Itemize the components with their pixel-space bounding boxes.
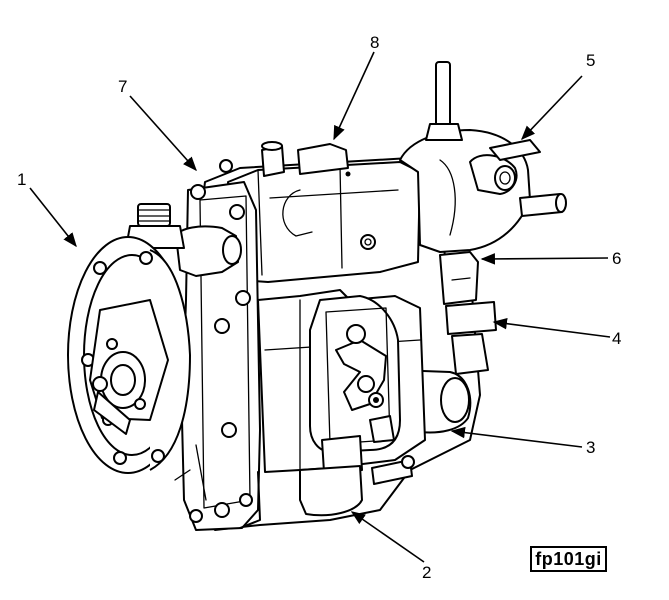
leader-8 [333,51,375,141]
callout-7: 7 [118,77,127,96]
leader-4 [492,317,611,338]
leader-6 [480,253,609,265]
callout-leaders [29,51,611,563]
leader-2 [350,511,425,563]
pump-drawing [67,61,567,531]
callout-5: 5 [586,51,595,70]
callout-2: 2 [422,563,431,582]
callout-1: 1 [17,170,26,189]
leader-3 [450,426,583,448]
callout-labels: 1 2 3 4 5 6 7 8 [17,33,621,582]
callout-6: 6 [612,249,621,268]
callout-4: 4 [612,329,621,348]
callout-3: 3 [586,438,595,457]
leader-5 [521,75,583,141]
leader-1 [29,187,77,248]
callout-8: 8 [370,33,379,52]
leader-7 [129,95,197,172]
figure-reference-label: fp101gi [530,546,607,572]
